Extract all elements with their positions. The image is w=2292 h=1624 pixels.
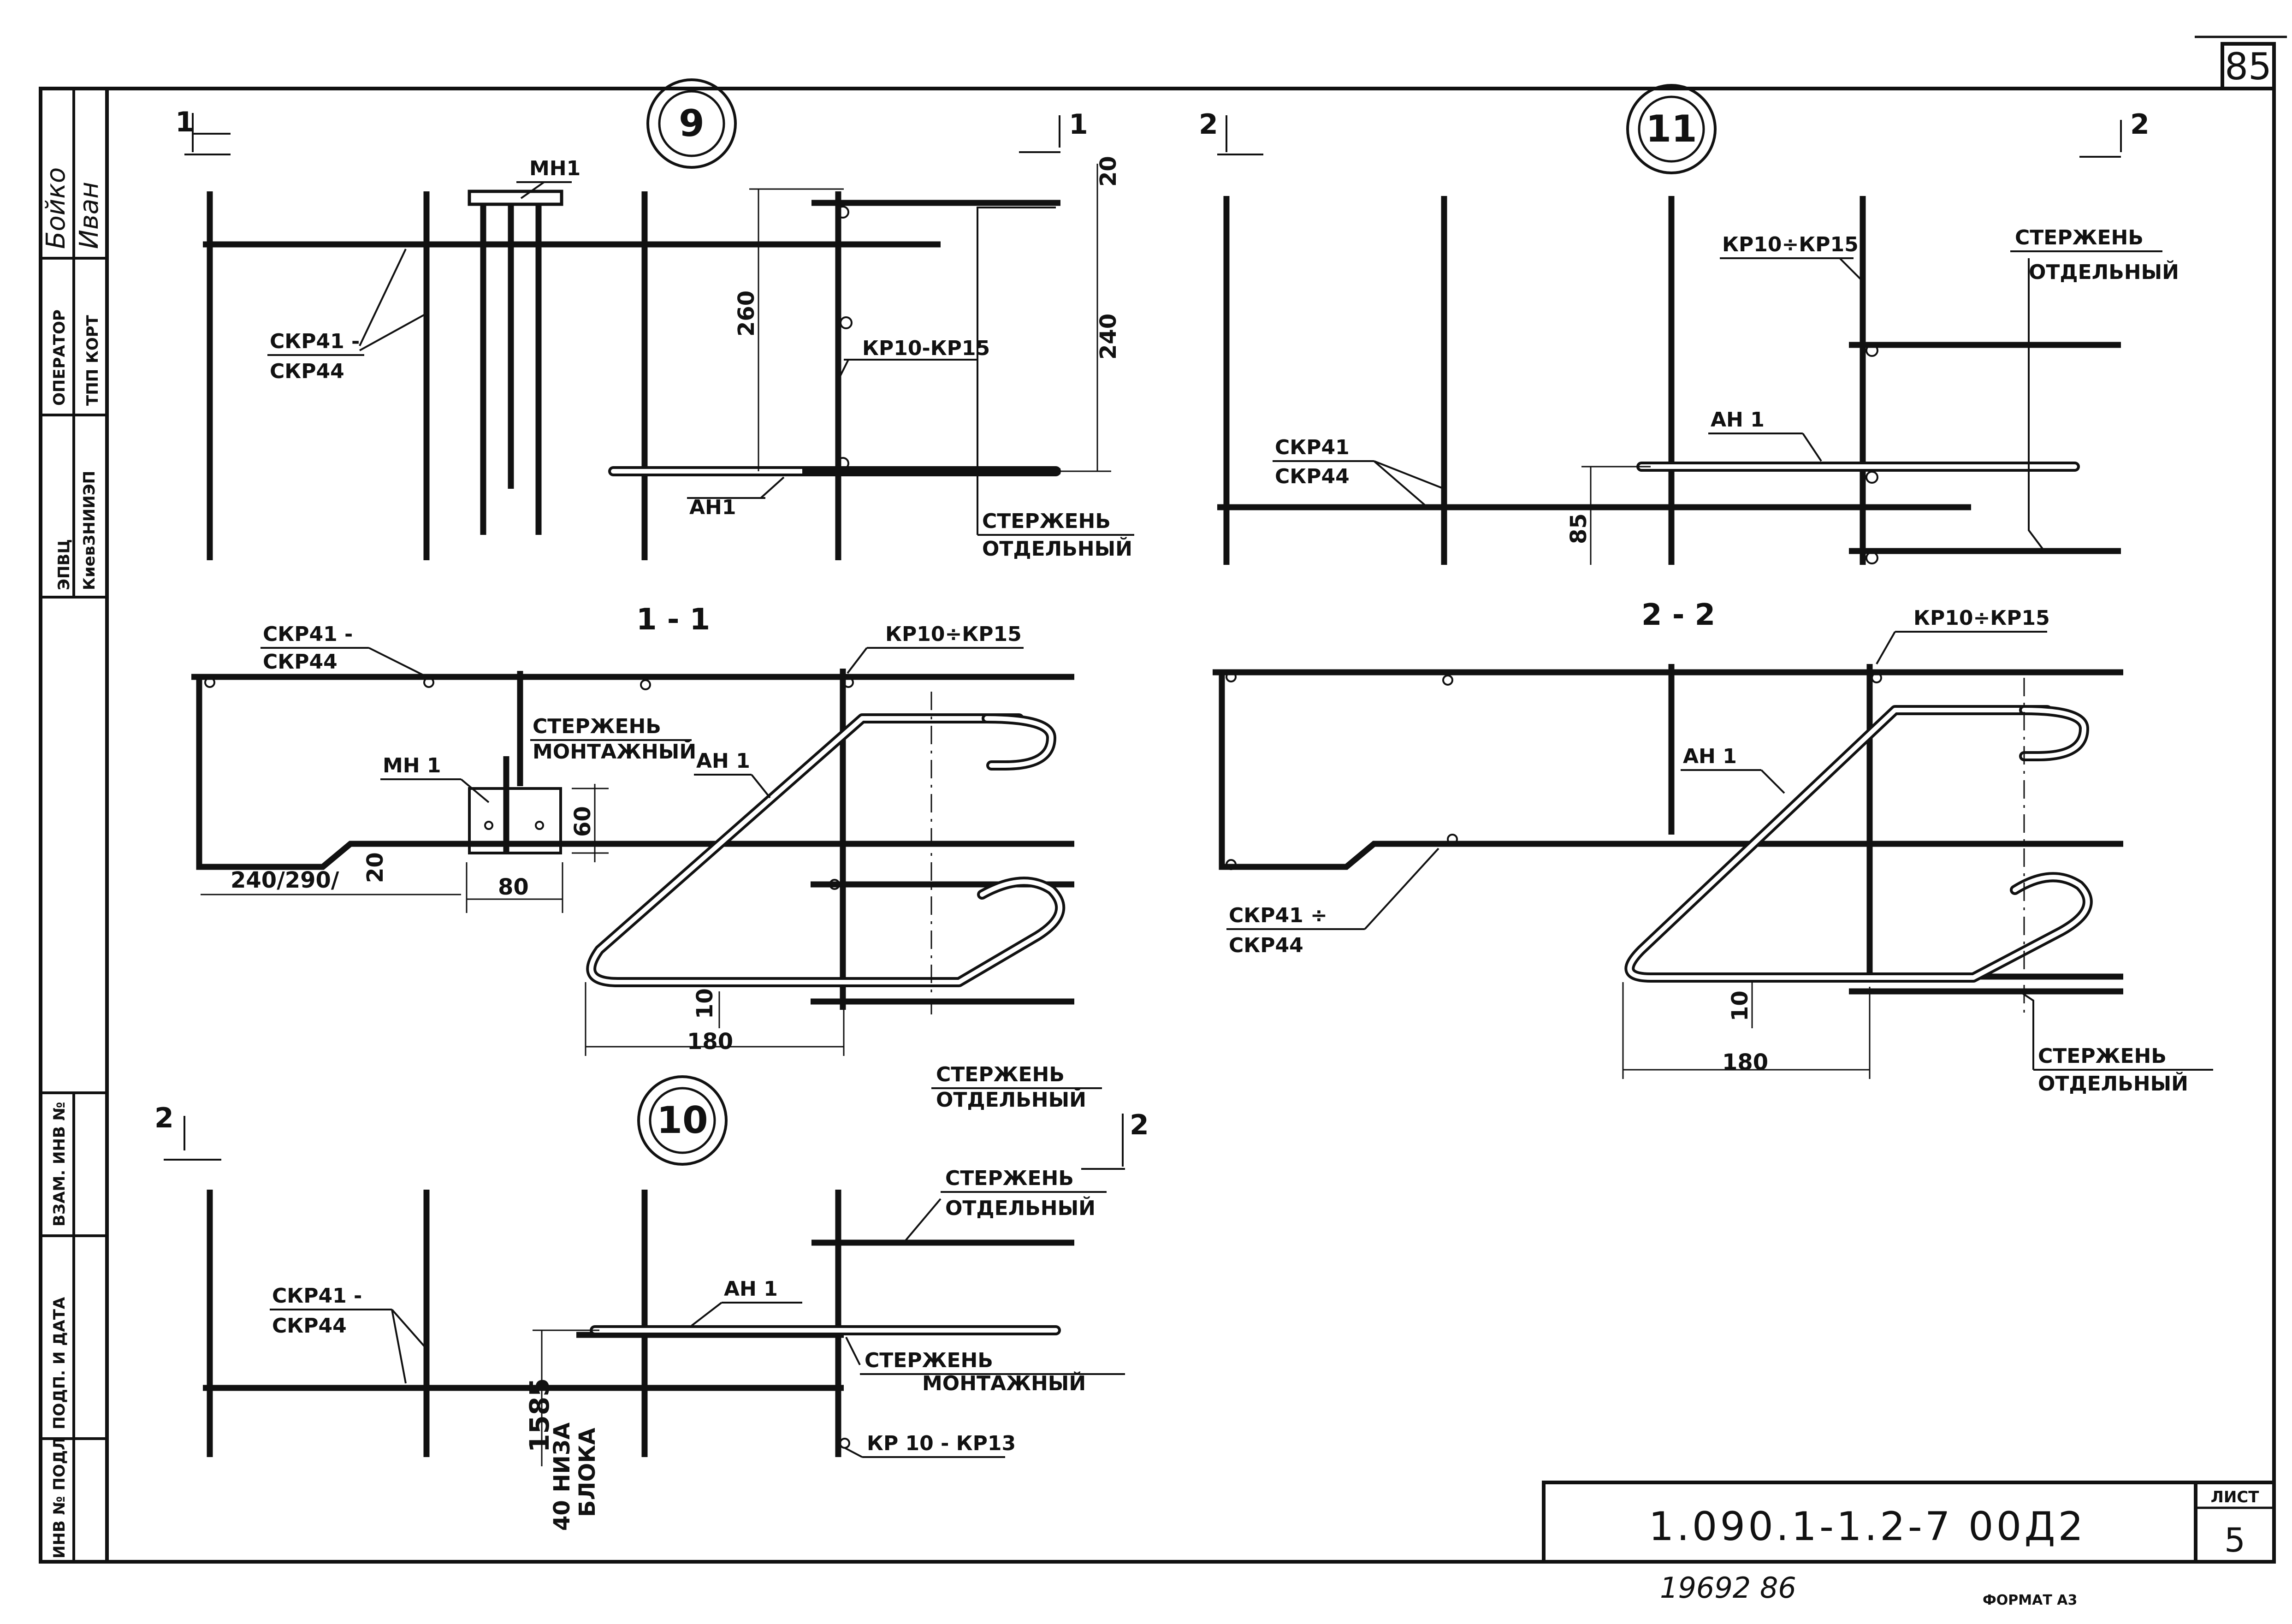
montazhny-label: МОНТАЖНЫЙ [533,739,696,764]
skr41-label: СКР41 - [270,330,360,353]
sheet-label: ЛИСТ [2211,1488,2260,1506]
sheet-number-box [2221,42,2276,90]
dim-180-s11: 180 [687,1029,733,1055]
sterzhen-label-s22: СТЕРЖЕНЬ [2038,1044,2167,1068]
otdelny-label-11: ОТДЕЛЬНЫЙ [2029,260,2179,284]
inventory-number: 19692 86 [1660,1571,1796,1605]
format-label: ФОРМАТ А3 [1983,1592,2077,1608]
an1-label-s22: АН 1 [1683,745,1737,768]
dim-240: 240 [1096,314,1121,360]
an1-label-11: АН 1 [1711,408,1765,432]
view-11: 11 2 2 85 КР10÷КР15 СТЕРЖЕНЬ ОТДЕЛЬНЫЙ А… [1199,84,2179,565]
sterzhen-label: СТЕРЖЕНЬ [982,510,1111,533]
skr44-label-10: СКР44 [272,1314,347,1338]
cut-2-right-10: 2 [1130,1109,1149,1141]
kr-label-s11: КР10÷КР15 [885,622,1022,646]
stamp-dept: ТПП КОРТ [83,314,102,406]
an1-label: АН1 [689,496,736,519]
cut-2-left: 2 [1199,108,1218,141]
stamp-inv-podl: ИНВ № ПОДЛ [50,1437,69,1559]
view-9: 9 1 1 МН1 260 [175,78,1134,561]
dim-10-s22: 10 [1727,990,1753,1021]
sterzhen-montazh-label-10: СТЕРЖЕНЬ [865,1349,993,1372]
title-block [1542,1481,2276,1564]
dim-80: 80 [498,874,529,900]
view-10-number: 10 [657,1099,708,1142]
stamp-vzam: ВЗАМ. ИНВ № [50,1102,69,1227]
section-2-2-title: 2 - 2 [1641,598,1715,632]
cut-2-left-10: 2 [154,1102,174,1134]
section-1-1-title: 1 - 1 [636,603,710,637]
dim-1585: 1585 [524,1378,555,1452]
skr44-label-s22: СКР44 [1229,934,1303,957]
stamp-org: ЭПВЦ [55,539,73,590]
sheet-number-top: 85 [2225,45,2272,88]
otdelny-label: ОТДЕЛЬНЫЙ [982,536,1132,561]
kr10-kr15-label-11: КР10÷КР15 [1722,233,1859,256]
skr44-label: СКР44 [270,360,344,383]
dim-10-s11: 10 [692,988,718,1019]
otdelny-label-10: ОТДЕЛЬНЫЙ [945,1196,1096,1220]
skr41-label-10: СКР41 - [272,1284,362,1308]
an1-label-10: АН 1 [724,1277,778,1301]
otdelny-label-s22: ОТДЕЛЬНЫЙ [2038,1071,2188,1096]
sterzhen-label-11: СТЕРЖЕНЬ [2015,226,2144,249]
section-1-1: 1 - 1 240/290/ 20 [191,603,1102,1112]
stamp-signature: Иван [74,182,104,249]
sterzhen-label-10: СТЕРЖЕНЬ [945,1167,1074,1190]
view-9-number: 9 [679,102,705,145]
view-10: 10 2 2 1585 40 НИЗА БЛОКА СТЕРЖЕНЬ ОТДЕЛ… [154,1075,1149,1531]
stamp-org-sub: КиевЗНИИЭП [80,471,99,590]
dim-180-s22: 180 [1722,1049,1768,1075]
skr41-label-s11: СКР41 - [263,622,353,646]
sheet-number: 5 [2224,1521,2245,1559]
mn1-label: МН1 [529,157,580,180]
document-code: 1.090.1-1.2-7 00Д2 [1649,1504,2086,1550]
section-2-2: 2 - 2 10 180 КР10÷КР15 АН 1 СКР41 ÷ СКР4… [1213,598,2213,1096]
dim-60: 60 [570,806,596,837]
outer-frame [105,87,2276,1564]
stamp-name: Бойко [41,167,71,249]
dim-40-niza: 40 НИЗА [549,1422,575,1531]
skr41-label-11: СКР41 [1275,436,1350,459]
cut-2-right: 2 [2130,108,2150,141]
stamp-operator: ОПЕРАТОР [50,309,69,406]
otdelny-label-s11: ОТДЕЛЬНЫЙ [936,1087,1086,1112]
skr44-label-s11: СКР44 [263,650,338,674]
stamp-podp-data: ПОДП. И ДАТА [50,1297,69,1429]
kr10-kr13-label: КР 10 - КР13 [867,1432,1016,1455]
an1-label-s11: АН 1 [696,749,750,773]
dim-bloka: БЛОКА [574,1428,600,1517]
dim-20: 20 [1096,156,1121,187]
montazhny-label-10: МОНТАЖНЫЙ [922,1371,1086,1395]
skr44-label-11: СКР44 [1275,465,1350,488]
mn1-label-s11: МН 1 [383,754,441,777]
cut-1-right: 1 [1069,108,1088,141]
sterzhen-label-s11: СТЕРЖЕНЬ [936,1063,1065,1086]
sterzhen-montazh-label: СТЕРЖЕНЬ [533,715,661,738]
dim-240-290: 240/290/ [231,867,339,893]
view-11-number: 11 [1646,107,1697,150]
kr-label-s22: КР10÷КР15 [1913,606,2050,630]
dim-260: 260 [734,290,759,337]
cut-1-left: 1 [175,106,195,138]
skr41-label-s22: СКР41 ÷ [1229,904,1327,927]
kr10-kr15-label: КР10-КР15 [862,337,990,360]
dim-85: 85 [1566,513,1592,544]
dim-20-s11: 20 [362,852,388,883]
